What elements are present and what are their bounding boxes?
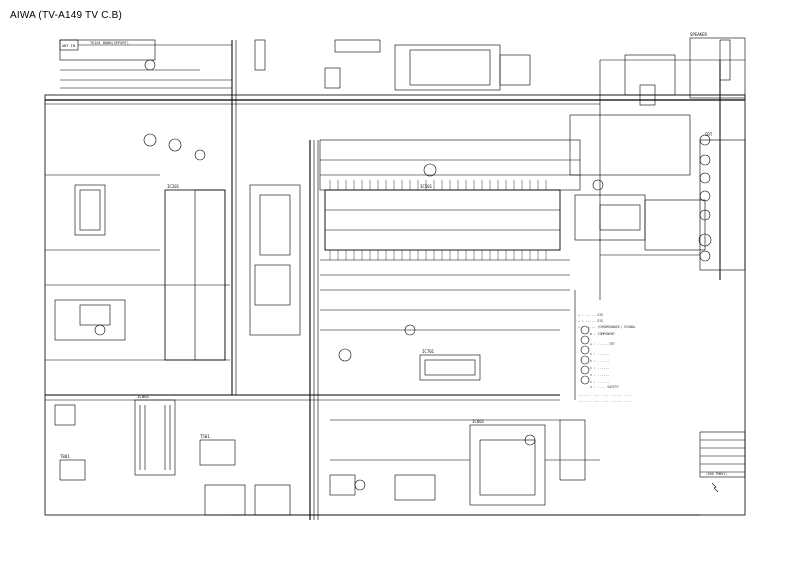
pen-mark-icon [711,482,719,493]
tuner-label: TU101 BAND(SEPORT) [90,41,129,45]
legend-item: ------- ---- --- ------ ---- [578,393,632,397]
ic601-label: IC601 [472,419,485,424]
legend: → : ----- SIG → : ----- SIG → : ----- (C… [578,313,636,403]
legend-item: ⊙ : ---- SAFETY [590,385,619,389]
ic501-label: IC501 [420,184,433,189]
crt-label: CRT [705,132,713,137]
legend-item: → : ----- SIG [578,313,603,317]
note-box-footer: (000 TM001) [706,472,727,476]
ic201-label: IC201 [167,184,180,189]
legend-item: ⊙ : ------ [590,366,609,370]
power-trans-label: T801 [60,454,70,459]
diagram-title: AIWA (TV-A149 TV C.B) [10,10,123,21]
legend-item: → : ----- (CHROMINANCE) SIGNAL [578,325,636,329]
flyback-label: T501 [200,434,210,439]
legend-item: ⊙ : ------ [590,380,609,384]
legend-item: ⊙ : ------ [590,373,609,377]
legend-item: ⊙ : ------ [590,359,609,363]
legend-item: ◎ : ----- CRT [590,342,615,346]
legend-item: ⊕ : COMPONENT [590,332,615,336]
ic801-label: IC801 [137,394,150,399]
speaker-label: SPEAKER [690,32,707,37]
ic701-label: IC701 [422,349,435,354]
legend-item: → : ----- SIG [578,319,603,323]
legend-item: ------- ---- --- ------ ---- [578,399,632,403]
antenna-label: ANT IN [62,44,75,48]
legend-item: ⊙ : ------ [590,352,609,356]
